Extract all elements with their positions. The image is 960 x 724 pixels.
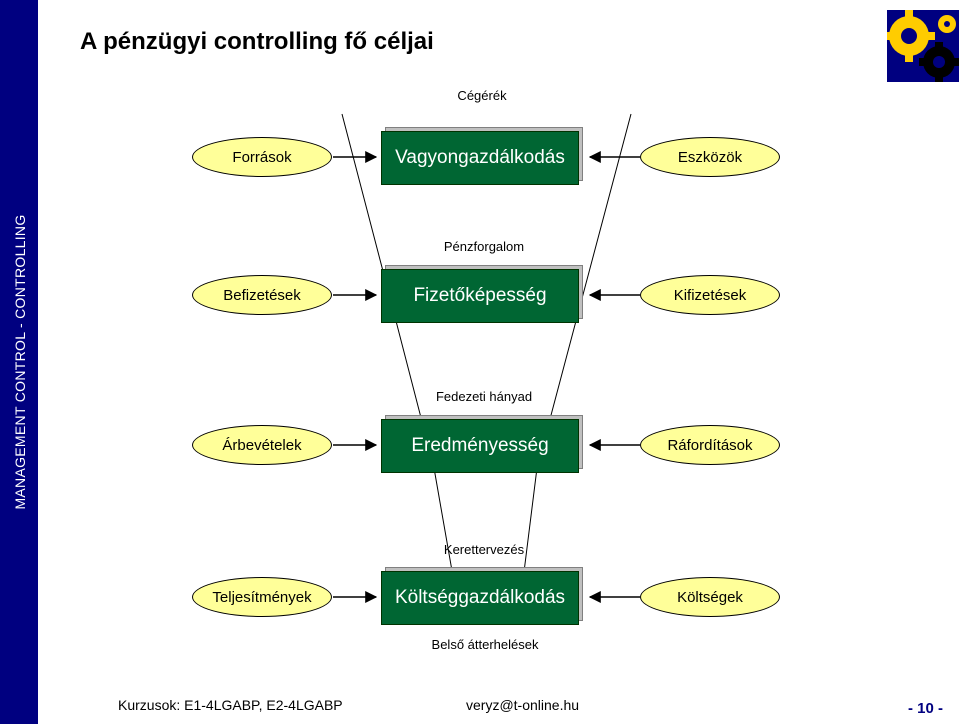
oval-raforditasok: Ráfordítások [640, 425, 780, 465]
label-cegerek: Cégérék [457, 88, 507, 103]
gears-icon [887, 10, 959, 82]
oval-eszkozok: Eszközök [640, 137, 780, 177]
sidebar: MANAGEMENT CONTROL - CONTROLLING [0, 0, 38, 724]
oval-koltsegek: Költségek [640, 577, 780, 617]
box-label: Eredményesség [381, 419, 579, 473]
footer-email: veryz@t-online.hu [466, 697, 580, 713]
footer-courses: Kurzusok: E1-4LGABP, E2-4LGABP [118, 697, 343, 713]
box-label: Fizetőképesség [381, 269, 579, 323]
label-fedezeti-hanyad: Fedezeti hányad [435, 389, 533, 404]
box-label: Költséggazdálkodás [381, 571, 579, 625]
oval-arbevetelek: Árbevételek [192, 425, 332, 465]
oval-forrasok: Források [192, 137, 332, 177]
gears-logo [887, 10, 959, 82]
box-fizetokepesseg: Fizetőképesség [381, 265, 583, 323]
box-koltseggazdalkodas: Költséggazdálkodás [381, 567, 583, 625]
page-number: - 10 - [908, 700, 944, 717]
funnel-outline [341, 113, 632, 601]
box-vagyongazdalkodas: Vagyongazdálkodás [381, 127, 583, 185]
box-eredmenyesseg: Eredményesség [381, 415, 583, 473]
oval-befizetesek: Befizetések [192, 275, 332, 315]
oval-teljesitmenyek: Teljesítmények [192, 577, 332, 617]
label-belso-atterhelesek: Belső átterhelések [431, 637, 539, 652]
box-label: Vagyongazdálkodás [381, 131, 579, 185]
label-kerettervezes: Kerettervezés [443, 542, 525, 557]
oval-kifizetesek: Kifizetések [640, 275, 780, 315]
label-penzforgalom: Pénzforgalom [443, 239, 525, 254]
page-title: A pénzügyi controlling fő céljai [80, 28, 434, 55]
